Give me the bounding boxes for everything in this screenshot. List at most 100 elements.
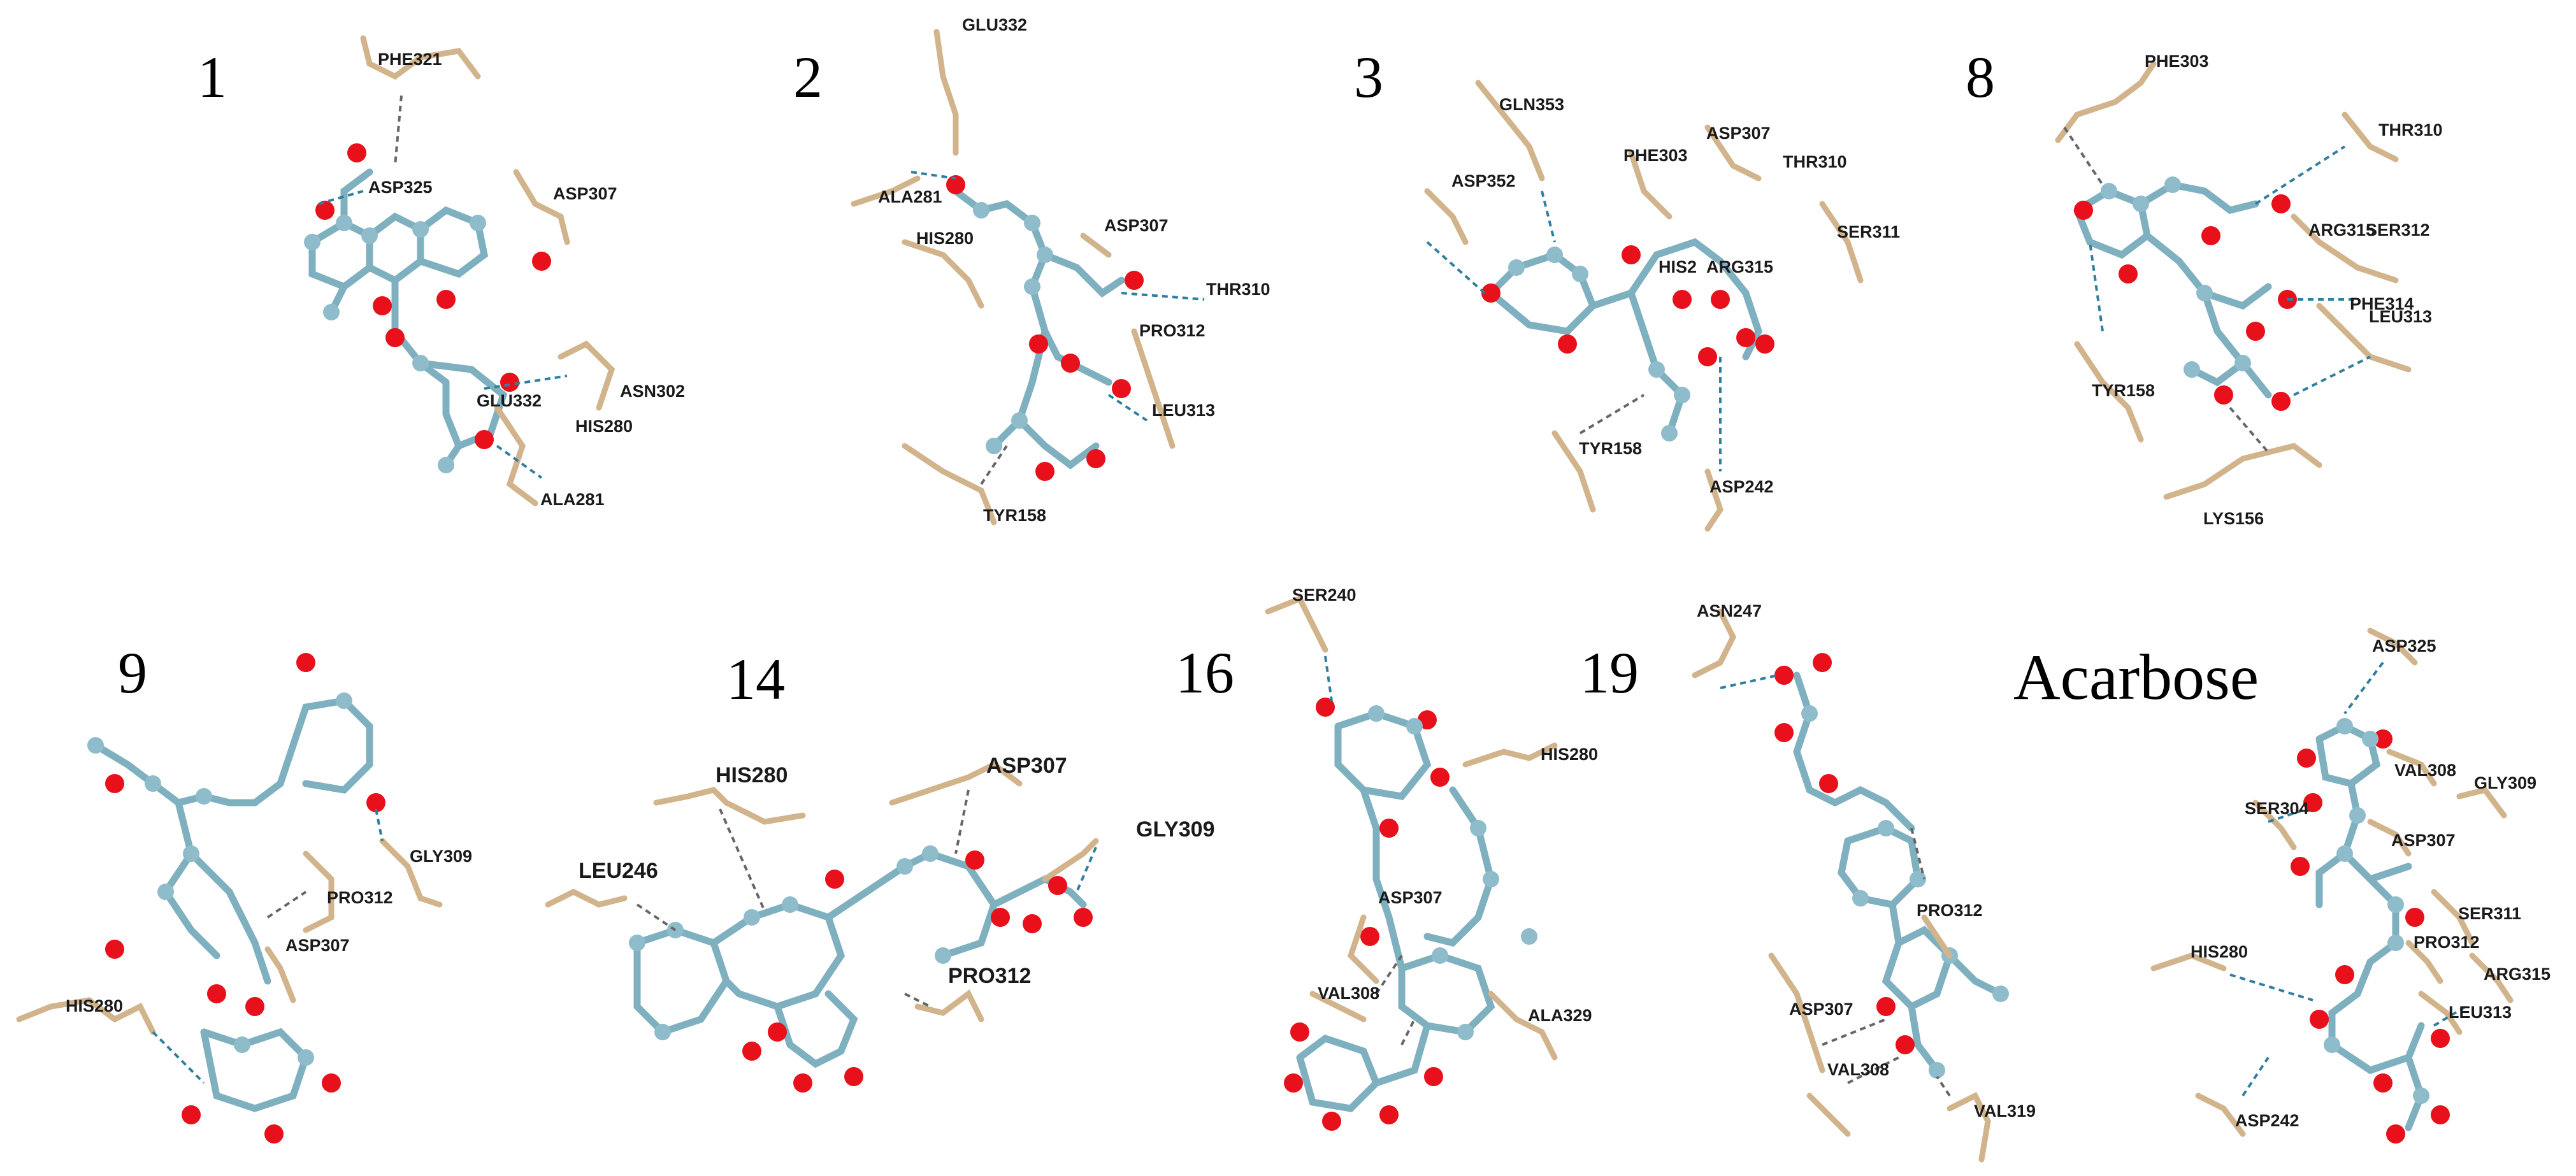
oxygen-atoms: [742, 850, 1093, 1093]
residue-label: ASP307: [1706, 124, 1771, 143]
residue-label: GLY309: [1136, 817, 1215, 842]
residue-label: HIS280: [1541, 745, 1598, 764]
residue-sticks: [1692, 608, 1991, 1163]
residue-sticks: [2055, 61, 2412, 500]
residue-label: ASP242: [1709, 477, 1774, 496]
residue-label: SER311: [2458, 904, 2521, 923]
interaction-lines: [1324, 656, 1416, 1045]
residue-sticks: [2150, 627, 2514, 1137]
panel-3: 3 GLN3: [1354, 45, 1900, 532]
residue-label: LEU313: [1152, 401, 1215, 420]
residue-label: SER311: [1837, 222, 1900, 241]
interaction-lines: [318, 95, 568, 479]
oxygen-atoms: [946, 175, 1144, 481]
panel-1: 1: [198, 35, 685, 509]
residue-label: ASP325: [368, 178, 433, 197]
residue-label: SER312: [2366, 220, 2430, 240]
panel-title: Acarbose: [2013, 642, 2259, 713]
oxygen-atoms: [1284, 698, 1450, 1131]
ligand-carbon-atoms: [2101, 176, 2251, 378]
residue-label: ASP242: [2235, 1111, 2299, 1130]
panel-title: 8: [1966, 45, 1995, 110]
residue-label: ASP325: [2372, 636, 2436, 656]
residue-label: PRO312: [1917, 901, 1983, 920]
residue-label: ASP307: [1378, 888, 1443, 907]
residue-label: GLU332: [962, 15, 1027, 34]
residue-label: ASN302: [620, 382, 685, 401]
residue-sticks: [360, 35, 615, 506]
panel-title: 14: [726, 647, 785, 712]
residue-label: ASN247: [1697, 601, 1762, 620]
ligand-carbon-atoms: [629, 845, 951, 1040]
residue-label: HIS2: [1659, 257, 1697, 276]
panel-title: 2: [793, 45, 823, 110]
panel-title: 1: [198, 45, 227, 110]
residue-label: ARG315: [2484, 964, 2551, 984]
residue-sticks: [1424, 80, 1864, 532]
residue-label: ARG315: [1706, 257, 1773, 276]
residue-label: SER240: [1292, 585, 1356, 605]
interaction-lines: [910, 171, 1205, 485]
interaction-lines: [2063, 126, 2371, 454]
residue-label: GLU332: [477, 391, 542, 410]
residue-label: PRO312: [948, 964, 1031, 988]
panel-title: 9: [118, 640, 147, 705]
panel-8: 8: [1966, 45, 2443, 528]
residue-sticks: [1265, 595, 1558, 1061]
panel-acarbose: Acarbose: [2013, 627, 2551, 1144]
ligand-carbon-atoms: [1801, 705, 2009, 1079]
ligand-molecule: [633, 850, 1087, 1068]
interaction-lines: [152, 808, 384, 1084]
oxygen-atoms: [2291, 729, 2450, 1144]
residue-label: GLY309: [410, 847, 472, 866]
residue-sticks: [851, 29, 1176, 526]
residue-label: ALA281: [540, 490, 605, 509]
residue-sticks: [545, 761, 1099, 1022]
residue-label: TYR158: [983, 506, 1046, 525]
oxygen-atoms: [2074, 194, 2297, 411]
residue-label: ASP307: [553, 184, 617, 203]
residue-label: VAL319: [1974, 1101, 2036, 1121]
residue-label: PHE303: [2145, 52, 2209, 71]
residue-label: LYS156: [2203, 509, 2264, 528]
ligand-carbon-atoms: [1508, 247, 1690, 441]
residue-label: ASP307: [1104, 216, 1169, 235]
panel-16: 16: [1176, 585, 1598, 1131]
residue-label: THR310: [1206, 280, 1270, 299]
residue-label: LEU313: [2369, 307, 2432, 326]
residue-label: HIS280: [66, 996, 123, 1015]
residue-label: VAL308: [2394, 761, 2456, 780]
residue-label: HIS280: [575, 417, 633, 436]
interaction-lines: [1426, 190, 1722, 471]
residue-label: LEU313: [2449, 1003, 2512, 1022]
oxygen-atoms: [105, 653, 385, 1144]
oxygen-atoms: [1481, 245, 1774, 366]
residue-sticks: [16, 838, 443, 1035]
residue-label: PRO312: [2414, 933, 2480, 952]
oxygen-atoms: [1774, 653, 1915, 1054]
ligand-molecule: [92, 697, 373, 1112]
interaction-lines: [1720, 674, 1951, 1097]
residue-label: THR310: [2378, 120, 2443, 140]
residue-label: SER304: [2245, 799, 2309, 818]
residue-label: ASP307: [986, 754, 1067, 778]
panel-9: 9 GLY309 PRO312: [16, 640, 472, 1144]
panel-14: 14: [545, 647, 1215, 1093]
interaction-lines: [2229, 661, 2467, 1097]
residue-label: HIS280: [2191, 942, 2248, 961]
interaction-lines: [636, 789, 1097, 1008]
panel-2: 2 GLU3: [793, 15, 1270, 526]
ligand-carbon-atoms: [87, 692, 352, 1066]
residue-label: ARG315: [2308, 220, 2375, 240]
residue-label: ALA281: [878, 187, 942, 206]
residue-label: PHE303: [1623, 146, 1688, 165]
ligand-carbon-atoms: [304, 215, 486, 473]
residue-label: TYR158: [1579, 439, 1642, 458]
residue-label: VAL308: [1318, 984, 1379, 1003]
residue-label: THR310: [1783, 152, 1847, 171]
residue-label: PHE321: [378, 50, 442, 69]
ligand-carbon-atoms: [973, 202, 1053, 454]
panel-title: 16: [1176, 640, 1234, 705]
ligand-molecule: [952, 187, 1125, 470]
